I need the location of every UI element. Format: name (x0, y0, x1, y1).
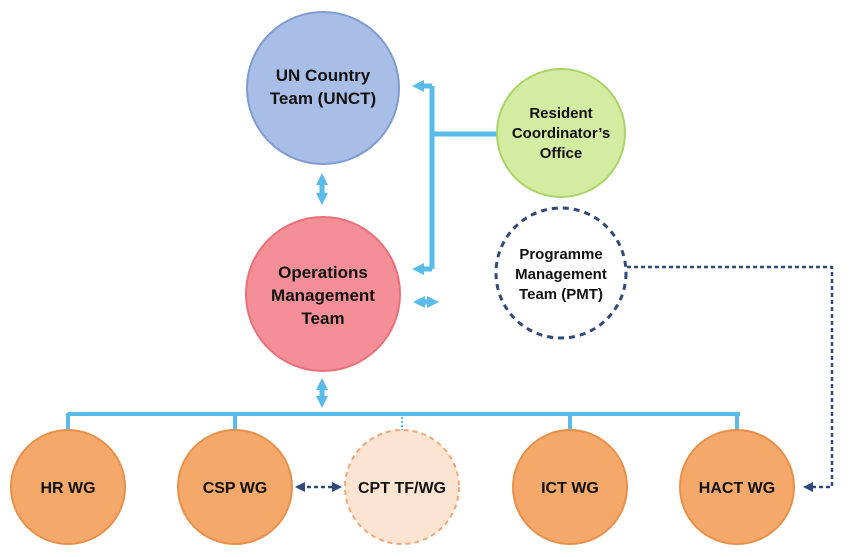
rco-label-line1: Resident (529, 105, 592, 122)
rco-label-line3: Office (540, 145, 583, 162)
pmt-hact-dashed-arrow (627, 265, 834, 492)
unct-label-line2: Team (UNCT) (270, 89, 376, 108)
hact-wg-label: HACT WG (699, 480, 775, 497)
csp-wg-label: CSP WG (203, 480, 268, 497)
omt-label-line1: Operations (278, 263, 368, 282)
pmt-label-line2: Management (515, 266, 607, 283)
node-unct: UN Country Team (UNCT) (246, 11, 400, 165)
node-omt: Operations Management Team (245, 216, 401, 372)
connectors (66, 79, 834, 492)
omt-label-line3: Team (301, 309, 344, 328)
pmt-label-line3: Team (PMT) (519, 286, 603, 303)
omt-label-line2: Management (271, 286, 375, 305)
node-pmt: Programme Management Team (PMT) (494, 206, 628, 340)
cpt-tf-wg-label: CPT TF/WG (358, 480, 446, 497)
rco-label-line2: Coordinator’s (512, 125, 610, 142)
node-ict-wg: ICT WG (512, 429, 628, 545)
hr-wg-label: HR WG (40, 480, 95, 497)
unct-label-line1: UN Country (276, 66, 371, 85)
node-rco: Resident Coordinator’s Office (496, 68, 626, 198)
node-cpt-tf-wg: CPT TF/WG (344, 429, 460, 545)
node-hr-wg: HR WG (10, 429, 126, 545)
pmt-label-line1: Programme (519, 246, 602, 263)
node-csp-wg: CSP WG (177, 429, 293, 545)
ict-wg-label: ICT WG (541, 480, 599, 497)
node-hact-wg: HACT WG (679, 429, 795, 545)
